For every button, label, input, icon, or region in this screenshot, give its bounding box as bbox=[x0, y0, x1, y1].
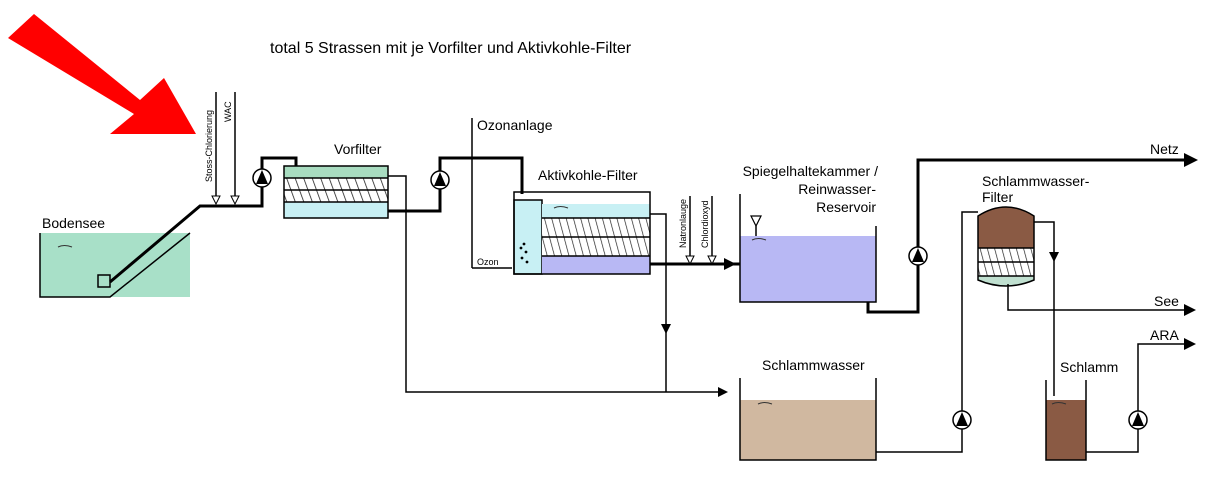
label-spiegel-1: Spiegelhaltekammer / bbox=[743, 163, 879, 179]
sludge-water-fill bbox=[740, 400, 876, 460]
prefilter-outlet-pipe bbox=[388, 156, 524, 213]
red-arrow-icon bbox=[8, 14, 196, 134]
sludge-water-tank bbox=[739, 378, 877, 461]
sludge-water-filter-top bbox=[978, 207, 1034, 248]
prefilter-tank bbox=[283, 165, 389, 219]
prefilter-bottom bbox=[284, 202, 388, 218]
reservoir-tank bbox=[739, 194, 877, 303]
sludge-water-filter-bottom bbox=[978, 276, 1034, 286]
label-schlammwasser: Schlammwasser bbox=[762, 357, 865, 373]
label-wac: WAC bbox=[223, 101, 233, 122]
diagram-title: total 5 Strassen mit je Vorfilter und Ak… bbox=[270, 40, 632, 57]
pump-icon bbox=[908, 246, 928, 266]
reservoir-water bbox=[740, 236, 876, 302]
label-schlammwasser-filter-1: Schlammwasser- bbox=[982, 173, 1090, 189]
lake-basin bbox=[40, 233, 190, 297]
sludge-tank bbox=[1045, 380, 1087, 461]
label-chlordioxyd: Chlordioxyd bbox=[700, 200, 710, 248]
label-netz: Netz bbox=[1150, 141, 1179, 157]
label-vorfilter: Vorfilter bbox=[334, 141, 382, 157]
carbon-bottom bbox=[542, 256, 650, 274]
label-ara: ARA bbox=[1150, 327, 1179, 343]
label-natronlauge: Natronlauge bbox=[678, 199, 688, 248]
pump-icon bbox=[252, 168, 272, 188]
carbon-water bbox=[542, 204, 650, 218]
network-pipe bbox=[866, 158, 1186, 314]
activated-carbon-tank bbox=[513, 191, 651, 275]
label-spiegel-3: Reservoir bbox=[816, 199, 876, 215]
label-schlammwasser-filter-2: Filter bbox=[982, 189, 1013, 205]
label-ozon: Ozon bbox=[477, 257, 499, 267]
sludge-fill bbox=[1046, 400, 1086, 460]
label-ozonanlage: Ozonanlage bbox=[477, 117, 553, 133]
label-stoss-chlorierung: Stoss-Chlorierung bbox=[204, 110, 214, 182]
prefilter-water bbox=[284, 166, 388, 178]
label-see: See bbox=[1154, 293, 1179, 309]
label-bodensee: Bodensee bbox=[42, 215, 105, 231]
pump-icon bbox=[430, 170, 450, 190]
label-spiegel-2: Reinwasser- bbox=[798, 181, 876, 197]
sludge-water-filter bbox=[977, 206, 1035, 287]
pump-icon bbox=[1128, 410, 1148, 430]
pump-icon bbox=[952, 410, 972, 430]
label-aktivkohle: Aktivkohle-Filter bbox=[538, 167, 638, 183]
label-schlamm: Schlamm bbox=[1060, 359, 1118, 375]
